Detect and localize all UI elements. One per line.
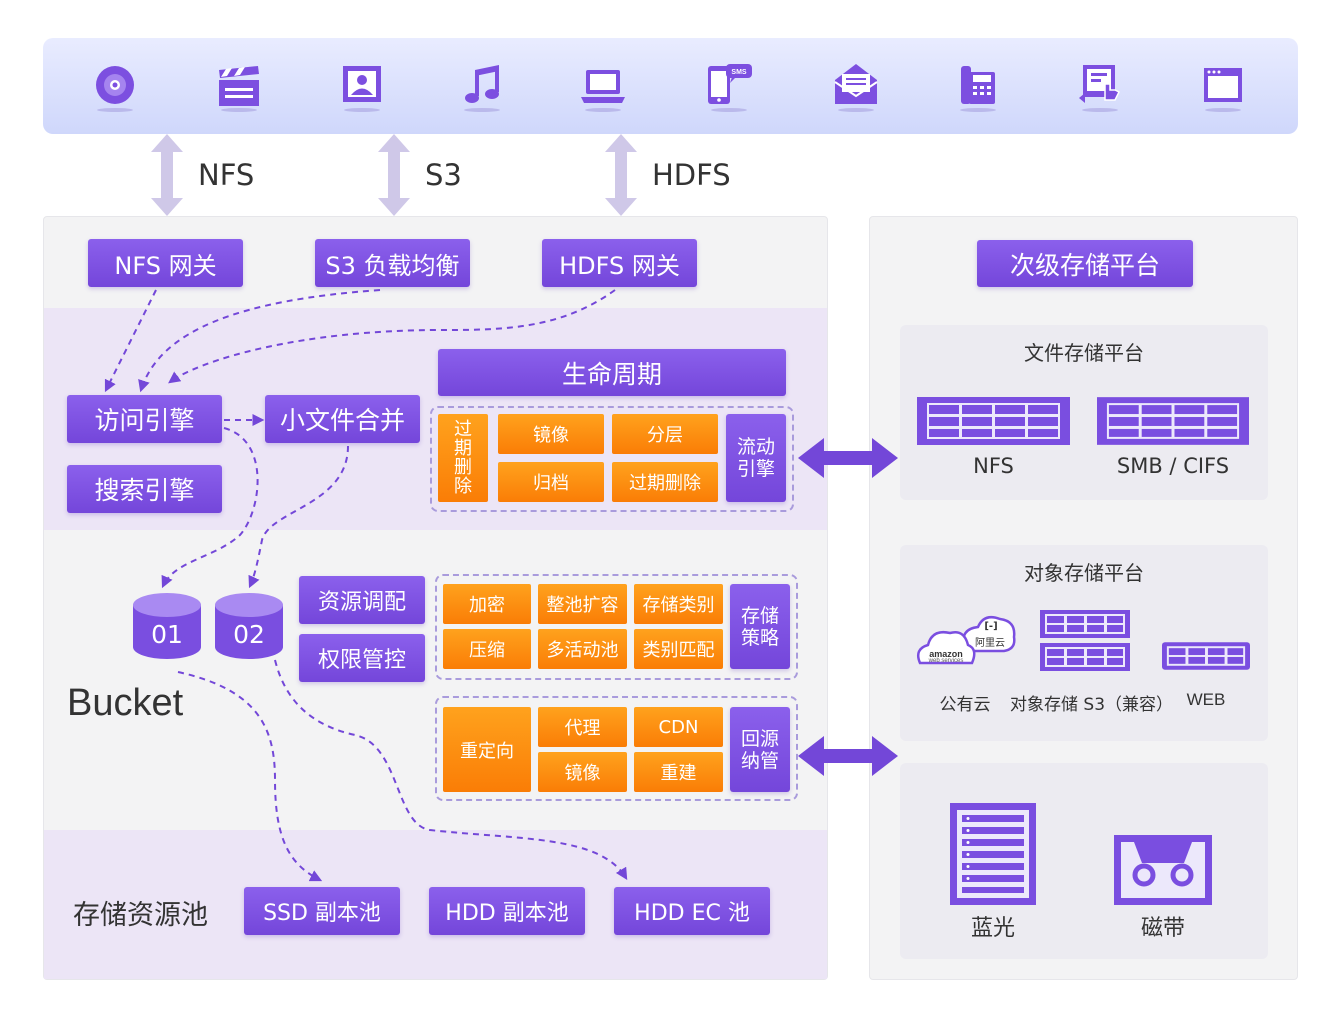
lifecycle-expire-vertical: 过期删除	[438, 414, 488, 502]
hdfs-gateway: HDFS 网关	[542, 239, 697, 287]
policy-encrypt: 加密	[443, 584, 531, 624]
policy-pool-expand: 整池扩容	[538, 584, 627, 624]
permission-control: 权限管控	[299, 634, 425, 682]
lifecycle-expire-vertical-text: 过期删除	[454, 419, 472, 497]
hdd-replica-pool: HDD 副本池	[429, 887, 585, 935]
backsource-label: 回源纳管	[730, 707, 790, 792]
clapperboard-icon	[219, 66, 259, 112]
backsource-redirect: 重定向	[443, 707, 531, 792]
protocol-s3-label: S3	[425, 158, 462, 192]
policy-class-match: 类别匹配	[634, 629, 723, 669]
email-icon	[834, 64, 878, 112]
nfs-gateway: NFS 网关	[88, 239, 243, 287]
aliyun-mark: [-]	[984, 621, 998, 632]
backsource-rebuild: 重建	[634, 752, 723, 792]
tape-label: 磁带	[1140, 916, 1185, 941]
web-server-icon	[1162, 642, 1250, 670]
browser-window-icon	[1204, 68, 1242, 112]
disc-icon	[96, 66, 134, 112]
bucket-02-cylinder-icon	[215, 593, 283, 659]
backsource-label-text: 回源纳管	[740, 727, 779, 772]
bucket-01-cylinder-icon	[133, 593, 201, 659]
object-storage-title: 对象存储平台	[1024, 561, 1144, 585]
backsource-mirror: 镜像	[538, 752, 627, 792]
policy-storage-class: 存储类别	[634, 584, 723, 624]
svg-text:SMS: SMS	[731, 69, 747, 76]
hdfs-double-arrow	[605, 134, 637, 216]
nfs-double-arrow	[151, 134, 183, 216]
policy-compress: 压缩	[443, 629, 531, 669]
small-file-merge: 小文件合并	[265, 395, 420, 443]
music-note-icon	[464, 65, 500, 112]
protocol-hdfs-label: HDFS	[652, 158, 731, 192]
protocol-nfs-label: NFS	[198, 158, 255, 192]
lifecycle-title: 生命周期	[438, 349, 786, 396]
lifecycle-group	[430, 406, 794, 512]
s3-load-balancer: S3 负载均衡	[315, 239, 470, 287]
storage-policy-label: 存储策略	[730, 584, 790, 669]
lifecycle-expire-delete: 过期删除	[612, 462, 718, 502]
s3-double-arrow	[378, 134, 410, 216]
bucket-01-label: 01	[151, 620, 183, 649]
bucket-02-label: 02	[233, 620, 265, 649]
backsource-proxy: 代理	[538, 707, 627, 747]
hdd-ec-pool: HDD EC 池	[614, 887, 770, 935]
nfs-server-icon	[917, 397, 1070, 445]
smb-platform-label: SMB / CIFS	[1116, 454, 1230, 478]
tape-cassette-icon	[1114, 835, 1212, 905]
sms-phone-icon: SMS	[708, 64, 752, 112]
smb-server-icon	[1097, 397, 1249, 445]
lifecycle-mirror: 镜像	[498, 414, 604, 454]
laptop-icon	[581, 70, 625, 112]
public-cloud-icon	[917, 616, 1016, 665]
nfs-platform-label: NFS	[973, 454, 1014, 478]
search-engine: 搜索引擎	[67, 465, 222, 513]
flow-to-file-storage-arrow	[798, 438, 898, 478]
lifecycle-tiering: 分层	[612, 414, 718, 454]
access-engine: 访问引擎	[67, 395, 222, 443]
ssd-replica-pool: SSD 副本池	[244, 887, 400, 935]
aliyun-logo-text: 阿里云	[975, 638, 1005, 649]
amazon-logo-text: amazon	[929, 649, 963, 659]
bluray-tower-icon	[950, 803, 1036, 905]
flow-engine-text: 流动引擎	[736, 436, 775, 480]
touch-kiosk-icon	[1079, 65, 1121, 112]
storage-policy-label-text: 存储策略	[740, 604, 779, 649]
storage-pool-label: 存储资源池	[73, 900, 208, 931]
backsource-to-object-storage-arrow	[798, 736, 898, 776]
flow-engine: 流动引擎	[726, 414, 786, 502]
secondary-storage-title: 次级存储平台	[977, 240, 1193, 287]
portrait-icon	[343, 66, 381, 112]
bucket-title: Bucket	[67, 682, 184, 724]
object-s3-server-icon	[1040, 610, 1130, 671]
bluray-label: 蓝光	[970, 916, 1015, 941]
resource-allocation: 资源调配	[299, 576, 425, 624]
desk-phone-icon	[960, 66, 996, 112]
lifecycle-archive: 归档	[498, 462, 604, 502]
public-cloud-label: 公有云	[939, 695, 991, 715]
backsource-cdn: CDN	[634, 707, 723, 747]
file-storage-title: 文件存储平台	[1024, 341, 1144, 365]
policy-active-pools: 多活动池	[538, 629, 627, 669]
web-label: WEB	[1186, 690, 1226, 709]
amazon-logo-sub: web services	[928, 658, 964, 664]
object-s3-label: 对象存储 S3（兼容）	[1010, 695, 1174, 715]
